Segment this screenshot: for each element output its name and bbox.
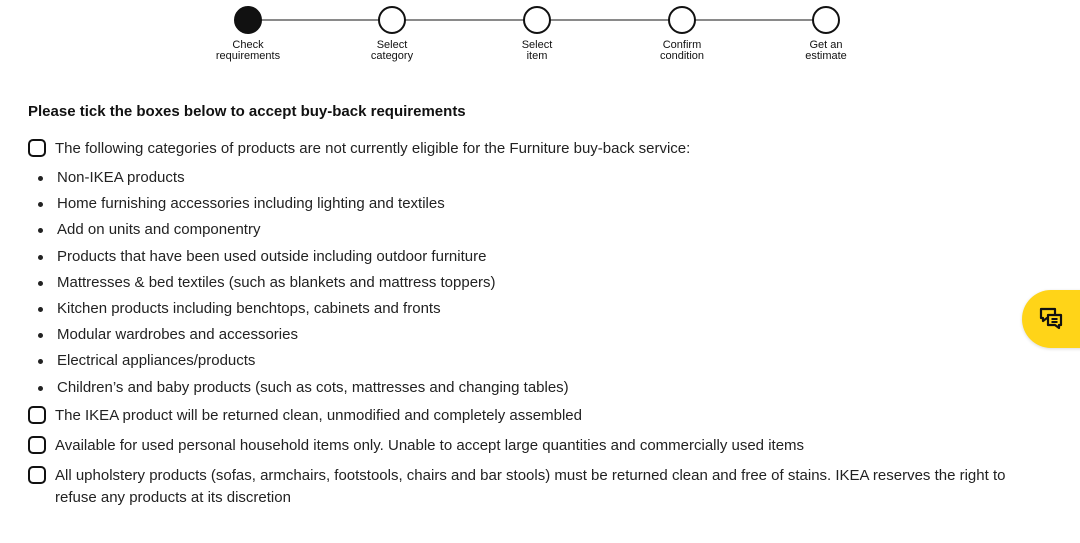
requirement-text: The following categories of products are… xyxy=(55,140,691,157)
chat-bubbles-icon xyxy=(1039,307,1063,330)
list-item: Products that have been used outside inc… xyxy=(28,246,1038,272)
requirement-checkbox[interactable] xyxy=(28,465,46,484)
list-item: Electrical appliances/products xyxy=(28,350,1038,376)
form-heading: Please tick the boxes below to accept bu… xyxy=(28,103,466,120)
list-item: Home furnishing accessories including li… xyxy=(28,193,1038,219)
requirement-upholstery: All upholstery products (sofas, armchair… xyxy=(28,465,1038,509)
list-item: Children’s and baby products (such as co… xyxy=(28,377,1038,403)
requirement-checkbox[interactable] xyxy=(28,405,46,424)
step-indicator xyxy=(378,6,406,34)
list-item: Non-IKEA products xyxy=(28,167,1038,193)
list-item: Modular wardrobes and accessories xyxy=(28,324,1038,350)
list-item: Mattresses & bed textiles (such as blank… xyxy=(28,272,1038,298)
ineligible-categories-list: Non-IKEA products Home furnishing access… xyxy=(28,167,1038,403)
requirement-checkbox[interactable] xyxy=(28,139,46,157)
chat-button[interactable] xyxy=(1022,290,1080,348)
step-indicator xyxy=(668,6,696,34)
step-indicator xyxy=(812,6,840,34)
requirement-personal-household: Available for used personal household it… xyxy=(28,435,1038,457)
requirement-checkbox[interactable] xyxy=(28,435,46,454)
requirement-eligible-categories: The following categories of products are… xyxy=(28,138,1038,160)
requirement-text: All upholstery products (sofas, armchair… xyxy=(55,466,1006,506)
list-item: Kitchen products including benchtops, ca… xyxy=(28,298,1038,324)
step-indicator-active xyxy=(234,6,262,34)
step-indicator xyxy=(523,6,551,34)
requirement-text: Available for used personal household it… xyxy=(55,436,805,454)
requirement-returned-clean: The IKEA product will be returned clean,… xyxy=(28,405,1038,427)
requirements-form: Please tick the boxes below to accept bu… xyxy=(28,102,1038,509)
list-item: Add on units and componentry xyxy=(28,219,1038,245)
requirement-text: The IKEA product will be returned clean,… xyxy=(55,406,582,424)
